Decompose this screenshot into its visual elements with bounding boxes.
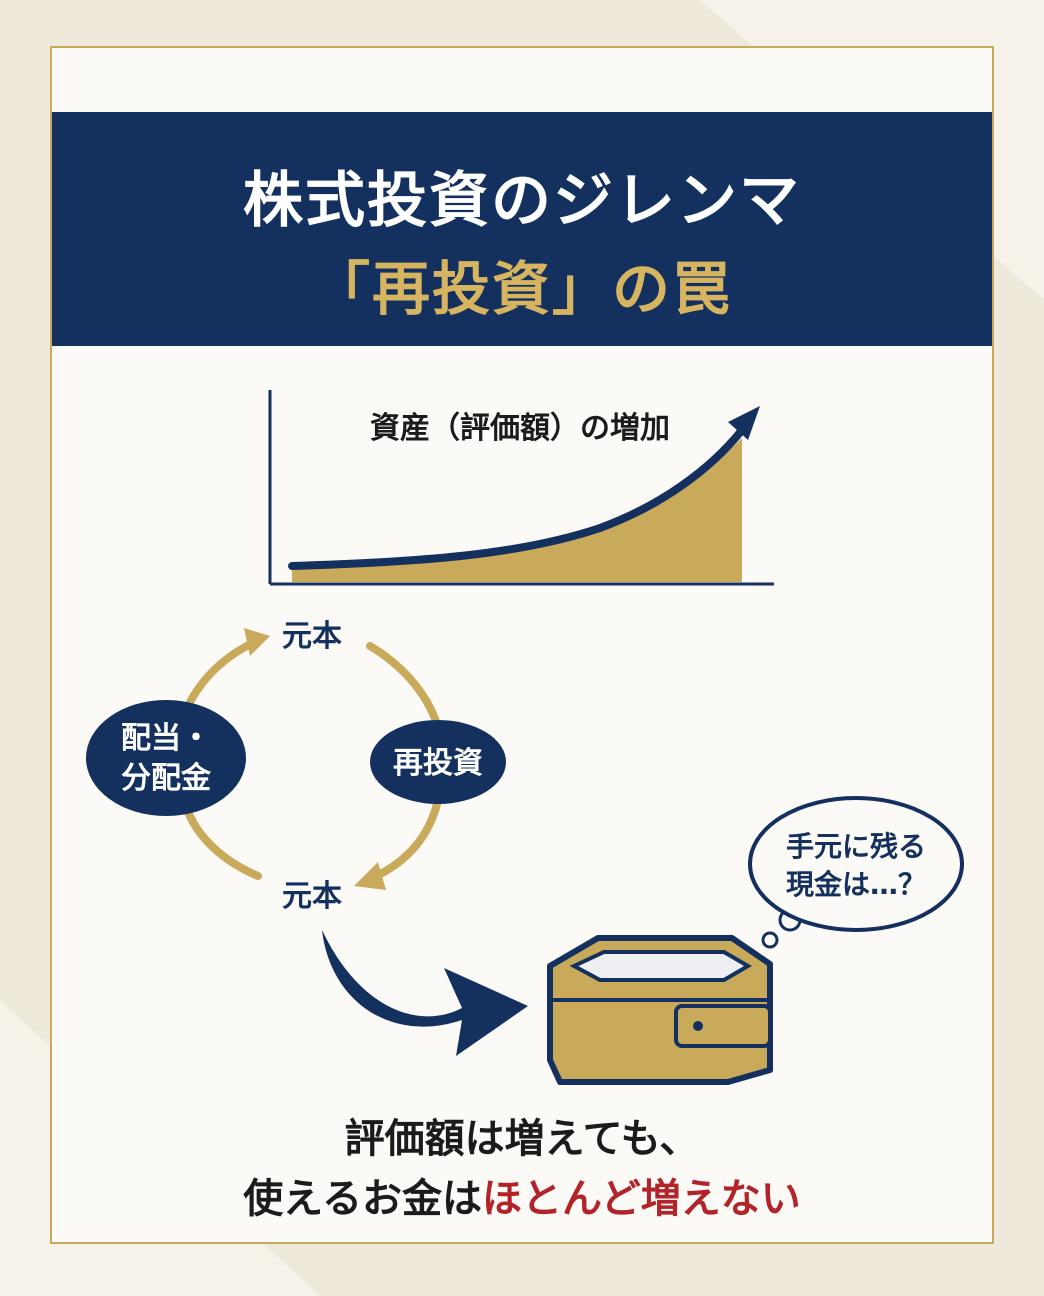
wallet-icon (547, 935, 773, 1085)
footer-line-1: 評価額は増えても、 (344, 1116, 700, 1162)
flow-arrow (322, 930, 528, 1056)
cycle-bottom-label: 元本 (282, 879, 342, 914)
reinvest-bubble (370, 720, 506, 804)
growth-chart: 資産（評価額）の増加 (268, 390, 774, 586)
cycle-arc-bottom-left (184, 808, 262, 880)
title-line-1: 株式投資のジレンマ (243, 166, 801, 236)
cycle-arrowhead-bottom (354, 862, 386, 890)
reinvest-bubble-label: 再投資 (393, 746, 483, 781)
thought-line-1: 手元に残る (786, 830, 926, 863)
chart-label: 資産（評価額）の増加 (370, 411, 670, 446)
footer-line-2-emphasis: ほとんど増えない (482, 1176, 801, 1222)
chart-arrowhead (728, 406, 760, 440)
reinvestment-cycle: 元本 元本 配当・ 分配金 再投資 (86, 619, 506, 914)
thought-bubble: 手元に残る 現金は…？ (748, 796, 964, 949)
cycle-arc-bottom-right (368, 796, 442, 882)
chart-area-fill (292, 438, 742, 582)
title-banner: 株式投資のジレンマ 「再投資」の罠 (52, 112, 992, 346)
dividend-bubble (86, 700, 246, 816)
footer-line-2-prefix: 使えるお金は (243, 1176, 482, 1222)
title-line-2: 「再投資」の罠 (311, 255, 732, 323)
dividend-bubble-line-1: 配当・ (121, 721, 211, 756)
footer-line-2: 使えるお金はほとんど増えない (0, 1166, 1044, 1224)
cycle-arrowhead-top (244, 628, 270, 656)
thought-line-2: 現金は…？ (786, 868, 926, 901)
chart-growth-line (288, 426, 746, 570)
cycle-top-label: 元本 (282, 619, 342, 654)
cycle-arc-top-left (184, 638, 259, 710)
dividend-bubble-line-2: 分配金 (121, 761, 212, 796)
